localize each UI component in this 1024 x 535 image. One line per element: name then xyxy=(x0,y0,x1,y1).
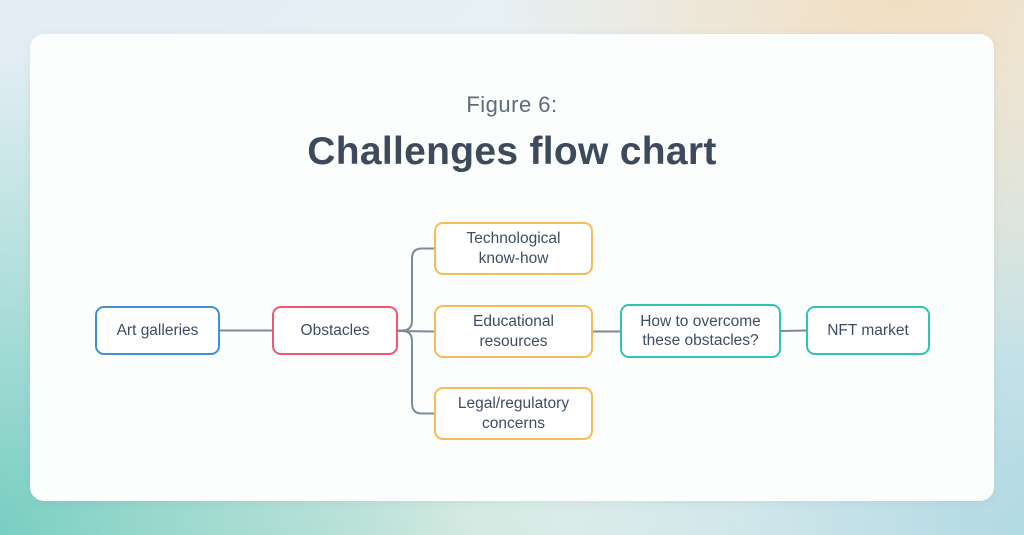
node-how-to-overcome: How to overcome these obstacles? xyxy=(620,304,781,358)
figure-title: Challenges flow chart xyxy=(307,130,717,173)
node-art-galleries: Art galleries xyxy=(95,306,220,355)
figure-caption: Figure 6: xyxy=(466,92,558,117)
node-technological-know-how: Technological know-how xyxy=(434,222,593,275)
node-legal-regulatory-concerns: Legal/regulatory concerns xyxy=(434,387,593,440)
node-obstacles: Obstacles xyxy=(272,306,398,355)
node-nft-market: NFT market xyxy=(806,306,930,355)
node-educational-resources: Educational resources xyxy=(434,305,593,358)
